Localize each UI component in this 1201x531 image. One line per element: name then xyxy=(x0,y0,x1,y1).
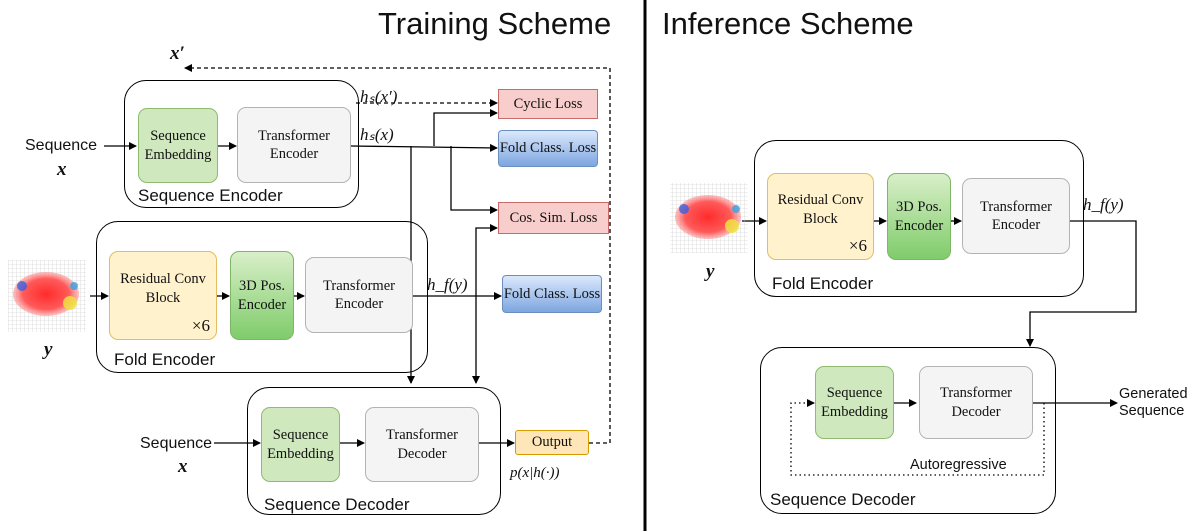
training-scheme-title: Training Scheme xyxy=(378,6,612,41)
transformer-decoder-box: Transformer Decoder xyxy=(365,407,479,482)
inference-structure-var: y xyxy=(706,261,715,282)
inference-fold-encoder-title: Fold Encoder xyxy=(772,274,874,293)
fold-encoder-title: Fold Encoder xyxy=(114,350,216,369)
output-box: Output xyxy=(515,430,589,455)
residual-conv-block-label: Residual Conv Block xyxy=(120,271,206,306)
inference-residual-conv-block-label: Residual Conv Block xyxy=(777,192,864,227)
generated-sequence-label: Generated Sequence xyxy=(1119,386,1188,420)
structure-var: y xyxy=(44,339,53,360)
decoder-sequence-input-var: x xyxy=(178,456,188,477)
hs-x-label: hₛ(x) xyxy=(360,125,394,144)
residual-conv-block-box: Residual Conv Block ×6 xyxy=(109,251,217,340)
inference-transformer-decoder-box: Transformer Decoder xyxy=(919,366,1033,439)
sequence-input-label: Sequence xyxy=(25,137,98,154)
cos-sim-loss-box: Cos. Sim. Loss xyxy=(498,202,609,234)
inference-transformer-encoder-box: Transformer Encoder xyxy=(962,178,1070,254)
sequence-input-var: x xyxy=(57,159,67,180)
inference-fold-encoder-frame xyxy=(754,140,1084,297)
inference-sequence-decoder-frame xyxy=(760,347,1056,514)
fold-encoder-frame xyxy=(96,221,428,373)
inference-hf-y-label: h_f(y) xyxy=(1083,195,1124,214)
decoder-sequence-input-label: Sequence xyxy=(140,435,213,452)
decoder-sequence-embedding-box: Sequence Embedding xyxy=(261,407,340,482)
cyclic-loss-box: Cyclic Loss xyxy=(498,89,598,119)
fold-class-loss-box: Fold Class. Loss xyxy=(498,130,598,167)
protein-structure-voxel-icon xyxy=(8,260,86,332)
hf-y-label: h_f(y) xyxy=(427,275,468,294)
inference-residual-conv-block-box: Residual Conv Block ×6 xyxy=(767,173,874,260)
inference-sequence-embedding-box: Sequence Embedding xyxy=(815,366,894,439)
inference-sequence-decoder-title: Sequence Decoder xyxy=(770,490,916,509)
x-prime-label: x′ xyxy=(170,43,185,64)
times-six-label: ×6 xyxy=(191,315,210,335)
autoregressive-label: Autoregressive xyxy=(910,457,1007,473)
fold-class-loss-2-box: Fold Class. Loss xyxy=(502,275,602,313)
output-probability-label: p(x|h(·)) xyxy=(510,465,560,481)
fold-transformer-encoder-box: Transformer Encoder xyxy=(305,257,413,333)
hs-x-prime-label: hₛ(x′) xyxy=(360,87,398,106)
autoregressive-loop xyxy=(790,399,1045,476)
sequence-embedding-box: Sequence Embedding xyxy=(138,108,218,183)
inference-scheme-title: Inference Scheme xyxy=(662,6,914,41)
pos-encoder-box: 3D Pos. Encoder xyxy=(230,251,294,340)
inference-pos-encoder-box: 3D Pos. Encoder xyxy=(887,173,951,260)
protein-structure-voxel-icon xyxy=(670,183,748,253)
inference-times-six-label: ×6 xyxy=(848,235,867,255)
transformer-encoder-box: Transformer Encoder xyxy=(237,107,351,183)
sequence-decoder-frame xyxy=(247,387,501,515)
sequence-encoder-title: Sequence Encoder xyxy=(138,186,283,205)
training-dashed xyxy=(184,64,611,444)
sequence-decoder-title: Sequence Decoder xyxy=(264,495,410,514)
sequence-encoder-frame xyxy=(124,80,359,208)
